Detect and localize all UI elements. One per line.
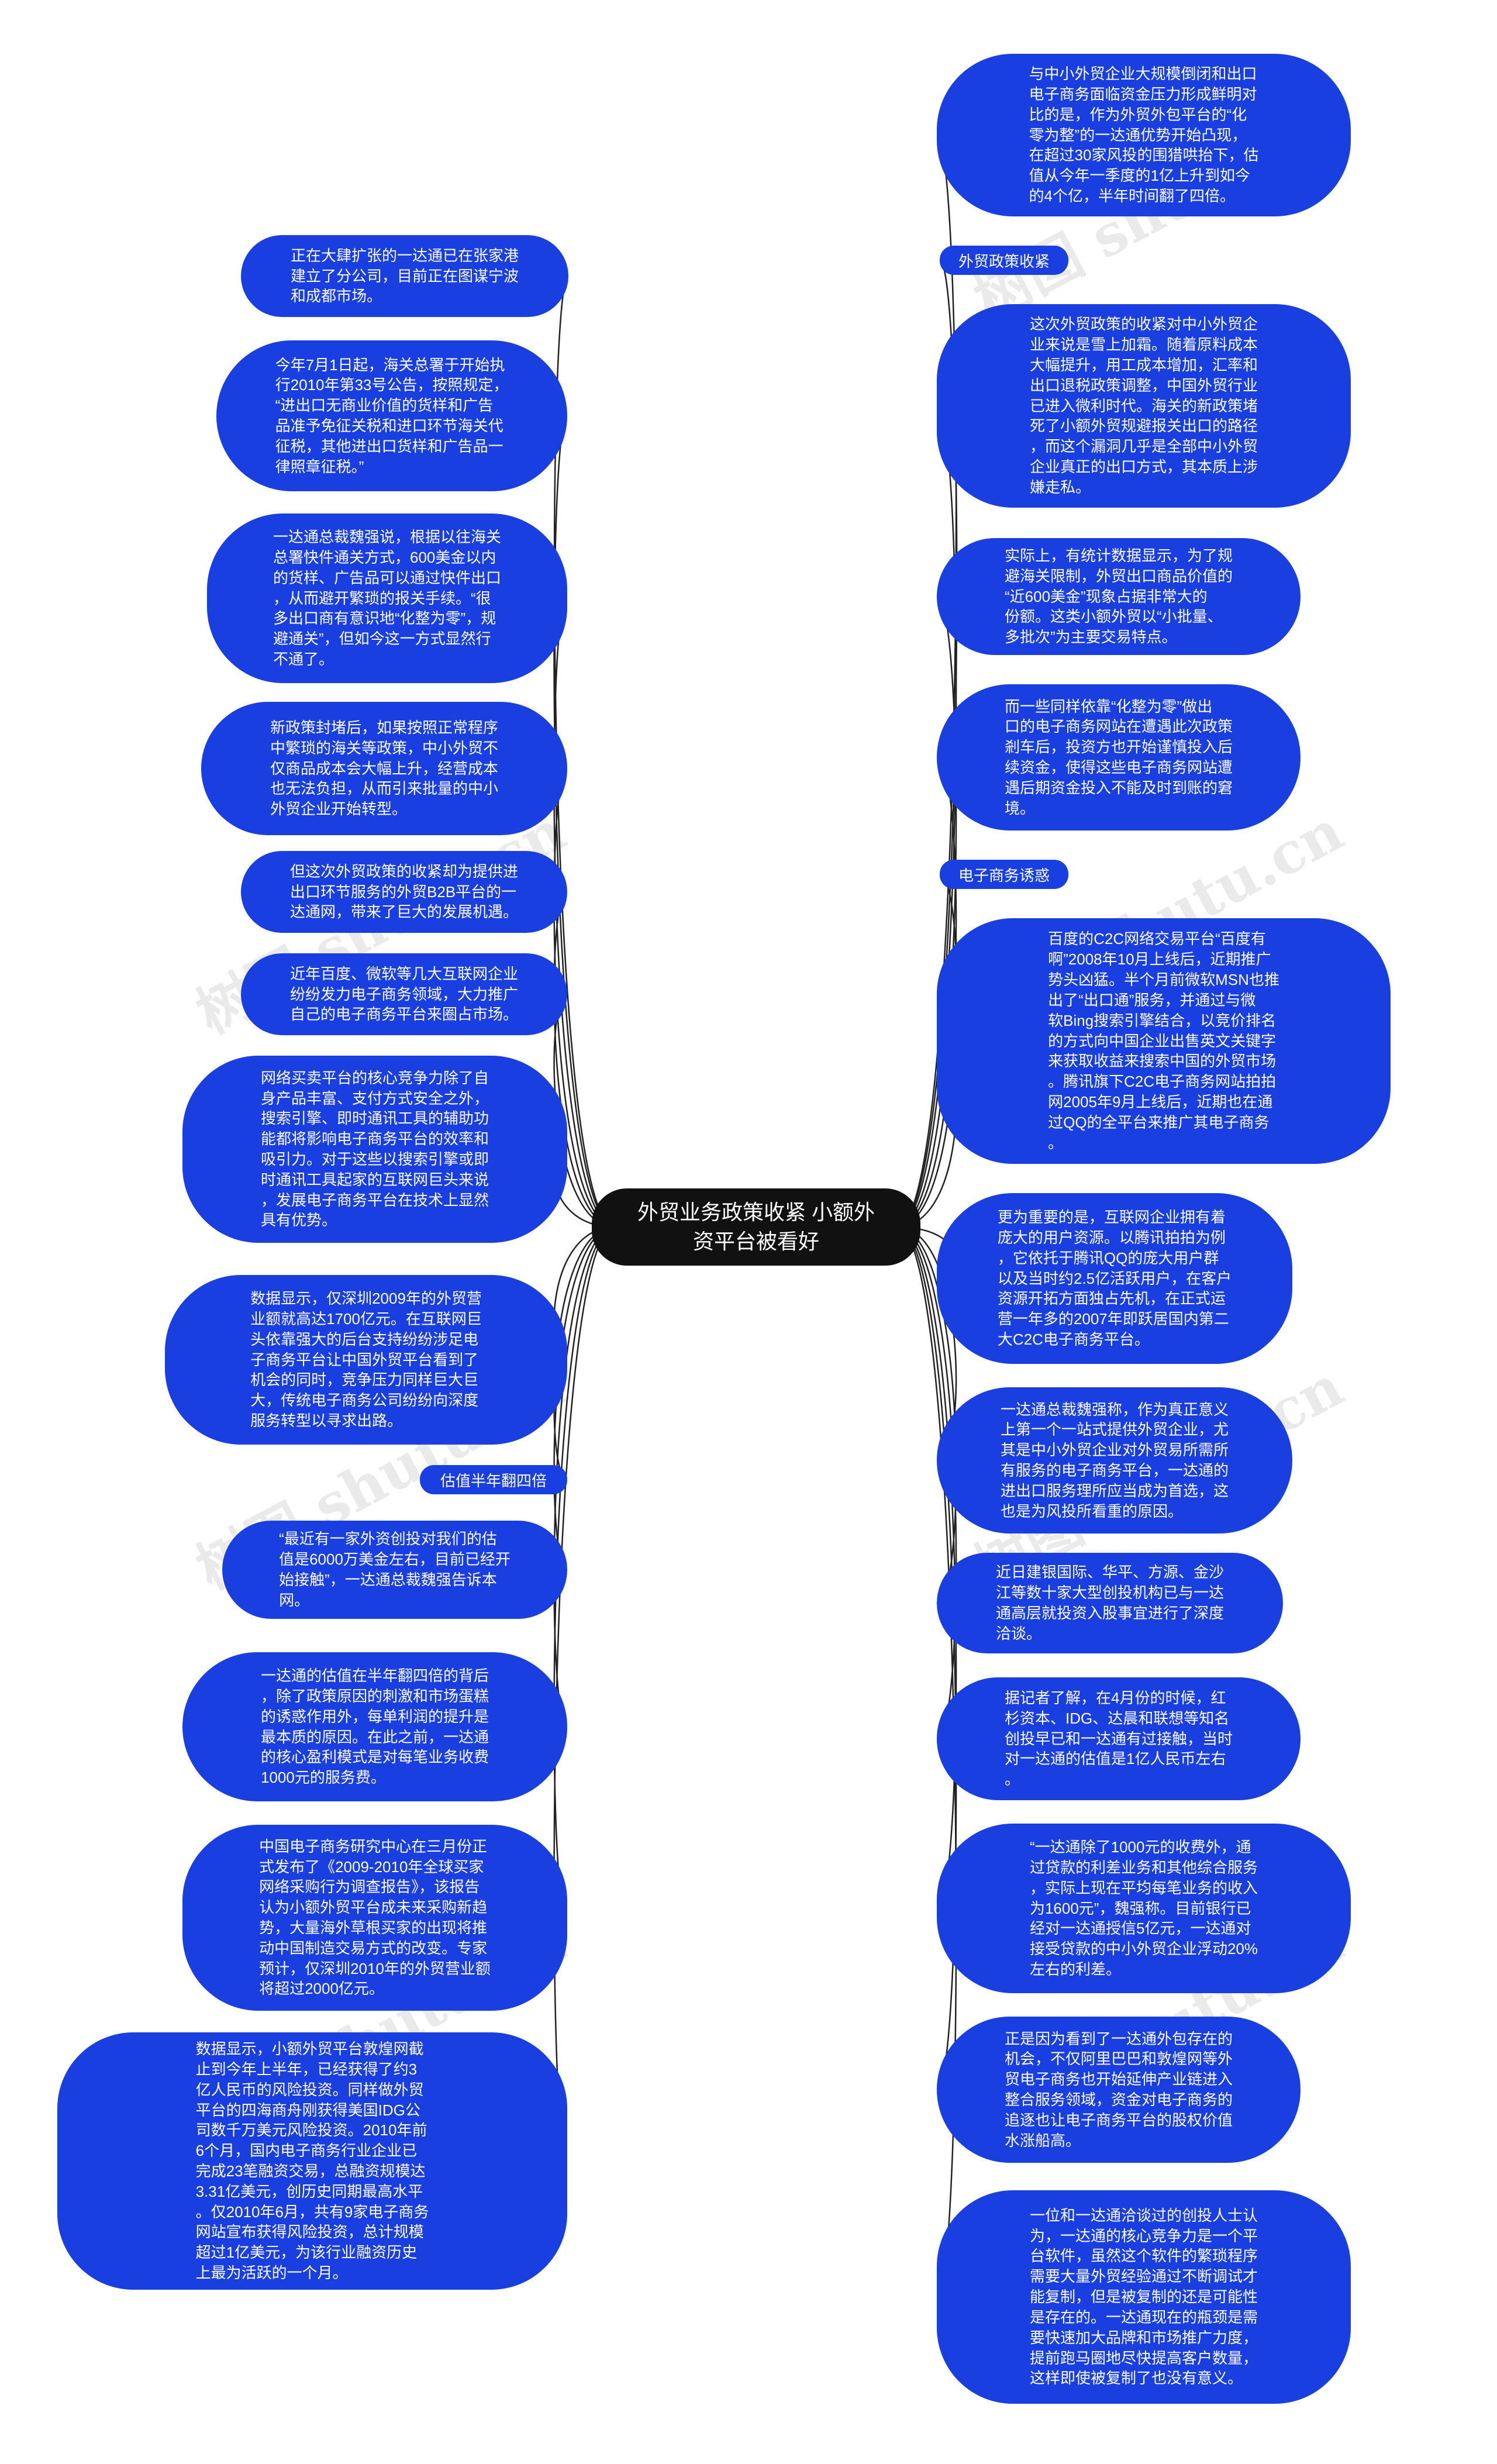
topic-right-3[interactable]: 实际上，有统计数据显示，为了规 避海关限制，外贸出口商品价值的 “近600美金”… (937, 538, 1301, 655)
topic-left-11[interactable]: 中国电子商务研究中心在三月份正 式发布了《2009-2010年全球买家 网络采购… (182, 1825, 567, 2011)
topic-left-12[interactable]: 数据显示，小额外贸平台敦煌网截 止到今年上半年，已经获得了约3 亿人民币的风险投… (57, 2032, 567, 2290)
topic-left-2[interactable]: 今年7月1日起，海关总署于开始执 行2010年第33号公告，按照规定， “进出口… (216, 340, 567, 491)
connector-line (896, 1226, 957, 2091)
connector-line (896, 1226, 957, 1910)
topic-right-2[interactable]: 这次外贸政策的收紧对中小外贸企 业来说是雪上加霜。随着原料成本 大幅提升，用工成… (937, 304, 1351, 508)
topic-left-7[interactable]: 网络买卖平台的核心竞争力除了自 身产品丰富、支付方式安全之外， 搜索引擎、即时通… (182, 1056, 567, 1243)
topic-left-9[interactable]: “最近有一家外资创投对我们的估 值是6000万美金左右，目前已经开 始接触”，一… (222, 1521, 567, 1619)
topic-left-3[interactable]: 一达通总裁魏强说，根据以往海关 总署快件通关方式，600美金以内 的货样、广告品… (207, 514, 567, 683)
label-valuation-quadrupled[interactable]: 估值半年翻四倍 (420, 1465, 567, 1494)
topic-right-4[interactable]: 而一些同样依靠“化整为零”做出 口的电子商务网站在遭遇此次政策 剎车后，投资方也… (937, 684, 1301, 830)
topic-right-1[interactable]: 与中小外贸企业大规模倒闭和出口 电子商务面临资金压力形成鲜明对 比的是，作为外贸… (937, 54, 1351, 216)
label-policy-tightening[interactable]: 外贸政策收紧 (940, 246, 1068, 275)
topic-right-11[interactable]: 正是因为看到了一达通外包存在的 机会，不仅阿里巴巴和敦煌网等外 贸电子商务也开始… (937, 2017, 1301, 2163)
topic-right-6[interactable]: 更为重要的是，互联网企业拥有着 庞大的用户资源。以腾讯拍拍为例 ，它依托于腾讯Q… (937, 1193, 1292, 1364)
topic-right-5[interactable]: 百度的C2C网络交易平台“百度有 啊”2008年10月上线后，近期推广 势头凶猛… (937, 918, 1391, 1164)
topic-left-4[interactable]: 新政策封堵后，如果按照正常程序 中繁琐的海关等政策，中小外贸不 仅商品成本会大幅… (201, 702, 567, 835)
topic-right-10[interactable]: “一达通除了1000元的收费外，通 过贷款的利差业务和其他综合服务 ，实际上现在… (937, 1824, 1351, 1993)
topic-right-12[interactable]: 一位和一达通洽谈过的创投人士认 为，一达通的核心竞争力是一个平 台软件，虽然这个… (937, 2190, 1351, 2404)
root-topic[interactable]: 外贸业务政策收紧 小额外 资平台被看好 (592, 1188, 920, 1266)
topic-left-6[interactable]: 近年百度、微软等几大互联网企业 纷纷发力电子商务领域，大力推广 自己的电子商务平… (241, 953, 567, 1035)
connector-line (896, 595, 957, 1228)
label-ecommerce-temptation[interactable]: 电子商务诱惑 (940, 860, 1068, 889)
connector-line (553, 415, 616, 1228)
topic-right-7[interactable]: 一达通总裁魏强称，作为真正意义 上第一个一站式提供外贸企业，尤 其是中小外贸企业… (937, 1387, 1292, 1533)
topic-right-8[interactable]: 近日建银国际、华平、方源、金沙 江等数十家大型创投机构已与一达 通高层就投资入股… (937, 1553, 1283, 1653)
topic-right-9[interactable]: 据记者了解，在4月份的时候，红 杉资本、IDG、达晨和联想等知名 创投早已和一达… (937, 1677, 1301, 1800)
topic-left-5[interactable]: 但这次外贸政策的收紧却为提供进 出口环节服务的外贸B2B平台的一 达通网，带来了… (241, 851, 567, 933)
connector-line (896, 134, 957, 1228)
topic-left-10[interactable]: 一达通的估值在半年翻四倍的背后 ，除了政策原因的刺激和市场蛋糕 的诱惑作用外，每… (182, 1652, 567, 1801)
topic-left-1[interactable]: 正在大肆扩张的一达通已在张家港 建立了分公司，目前正在图谋宁波 和成都市场。 (241, 235, 568, 317)
topic-left-8[interactable]: 数据显示，仅深圳2009年的外贸营 业额就高达1700亿元。在互联网巨 头依靠强… (165, 1275, 567, 1445)
